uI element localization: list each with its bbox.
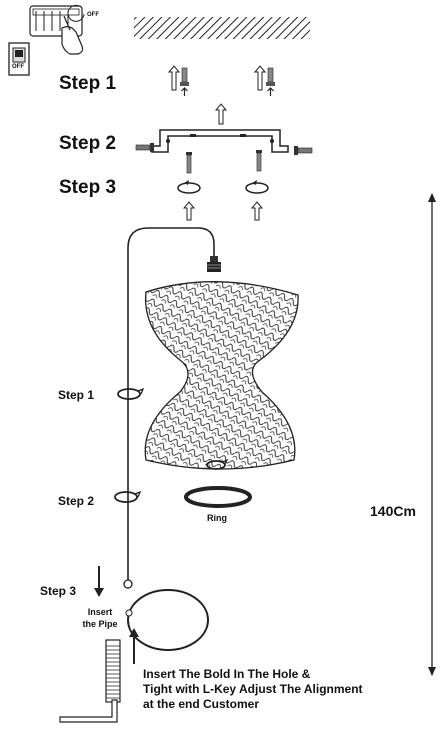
ring-part — [184, 486, 252, 508]
insert-pipe-label: Insert the Pipe — [80, 606, 120, 630]
switch-off-label-panel: OFF — [12, 64, 24, 70]
ceiling-step2-label: Step 2 — [59, 133, 117, 154]
cable-clip-step2-icon — [114, 490, 142, 503]
switch-off-label-top: OFF — [87, 12, 99, 18]
instruction-line-1: Insert The Bold In The Hole & — [143, 667, 311, 681]
shade-clip-icon — [206, 458, 229, 470]
power-cable — [127, 227, 215, 580]
lamp-socket — [207, 256, 221, 272]
ceiling-step3-label: Step 3 — [59, 177, 117, 198]
bracket-up-arrow-icon — [214, 103, 228, 125]
ceiling-hatch — [134, 17, 310, 39]
threaded-pipe-icon — [105, 639, 121, 703]
ring-label: Ring — [207, 513, 227, 523]
wall-switch-icon — [8, 42, 30, 76]
pendant-step3-label: Step 3 — [40, 584, 77, 598]
rotate-left-icon — [177, 180, 201, 194]
up-arrow-left-icon — [182, 201, 196, 221]
instruction-text: Insert The Bold In The Hole & Tight with… — [143, 667, 363, 712]
instruction-arrow-icon — [129, 628, 139, 664]
height-dimension-arrow — [428, 193, 436, 676]
side-screw-right-icon — [294, 146, 313, 155]
l-key-icon — [59, 699, 118, 723]
cable-clip-step1-icon — [117, 387, 145, 400]
ceiling-step1-label: Step 1 — [59, 73, 117, 94]
hand-switch-icon — [29, 4, 85, 55]
pendant-step2-label: Step 2 — [58, 494, 95, 508]
insert-pipe-line1: Insert — [87, 607, 113, 617]
up-arrow-right-icon — [250, 201, 264, 221]
rotate-right-icon — [245, 180, 269, 194]
mounting-bracket — [151, 129, 289, 153]
down-arrow-icon — [94, 566, 104, 597]
ceiling-screw-left-icon — [167, 65, 189, 96]
side-screw-left-icon — [135, 143, 154, 152]
bracket-screw-right-icon — [256, 150, 262, 172]
hanging-ring-loop — [127, 589, 209, 651]
lamp-shade — [144, 281, 299, 470]
insert-pipe-line2: the Pipe — [82, 619, 118, 629]
height-label: 140Cm — [370, 503, 416, 519]
instruction-line-3: at the end Customer — [143, 697, 260, 711]
ceiling-screw-right-icon — [253, 65, 275, 96]
bracket-screw-left-icon — [186, 152, 192, 174]
instruction-line-2: Tight with L-Key Adjust The Alignment — [143, 682, 363, 696]
pendant-step1-label: Step 1 — [58, 388, 95, 402]
